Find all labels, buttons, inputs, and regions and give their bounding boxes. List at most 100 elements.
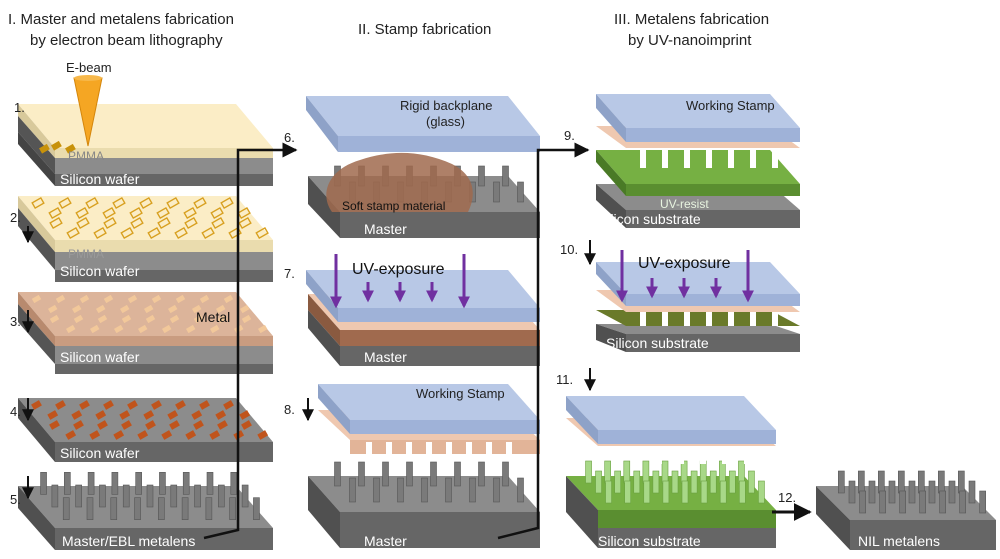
metal-dot <box>169 314 180 324</box>
pmma-dot <box>183 206 197 220</box>
nil-pillar <box>918 470 925 494</box>
step-1-label: 1. <box>14 100 25 115</box>
column3-title-line1: III. Metalens fabrication <box>614 11 769 28</box>
metalens-pillar <box>181 497 189 520</box>
master-pillar <box>517 477 524 503</box>
metal-nanostructure <box>239 410 251 420</box>
metal-nanostructure <box>137 430 149 440</box>
stamp-hole <box>678 446 684 464</box>
master-pillar <box>478 461 485 487</box>
metal-dot <box>223 294 234 304</box>
step-11-label: 11. <box>556 372 573 387</box>
metalens-pillar <box>111 472 119 495</box>
connector-1-to-6 <box>203 142 298 540</box>
stamp-hole <box>706 150 712 168</box>
pmma-label-2: PMMA <box>68 247 104 261</box>
resist-pillar <box>719 460 726 484</box>
metal-dot <box>73 314 84 324</box>
nil-pillar <box>868 480 876 504</box>
metalens-pillar <box>134 497 141 520</box>
nil-pillar <box>858 470 865 494</box>
resist-pillar <box>758 480 765 504</box>
nil-pillar <box>939 490 946 514</box>
nil-pillar <box>908 480 916 504</box>
resist-pillar <box>605 480 612 504</box>
stamp-hole <box>656 446 662 464</box>
pmma-dot <box>93 226 107 240</box>
stamp-hole <box>728 312 734 326</box>
metal-dot <box>145 314 156 324</box>
pmma-dot <box>220 196 234 210</box>
resist-pillar <box>643 480 651 504</box>
metal-dot <box>143 304 154 314</box>
resist-pillar <box>661 460 669 484</box>
metalens-pillar <box>194 484 201 508</box>
pmma-dot <box>49 216 63 230</box>
metalens-pillar <box>135 472 142 495</box>
metal-dot <box>185 324 196 334</box>
metal-nanostructure <box>199 400 210 410</box>
resist-pillar <box>690 470 698 494</box>
nil-pillar <box>928 480 936 504</box>
step6-block <box>306 96 540 238</box>
metalens-pillar <box>158 497 165 520</box>
metal-nanostructure <box>95 410 107 420</box>
metalens-pillar <box>170 484 178 508</box>
stamp-hole <box>662 312 668 326</box>
metal-nanostructure <box>175 400 186 410</box>
stamp-hole <box>728 150 734 168</box>
metalens-pillar <box>86 497 94 520</box>
resist-pillar <box>595 470 602 494</box>
stamp-hole <box>406 442 412 458</box>
resist-pillar <box>662 480 670 504</box>
pmma-dot <box>157 216 171 230</box>
metal-dot <box>199 294 210 304</box>
metalens-pillar <box>182 472 190 495</box>
metalens-pillar <box>205 497 213 520</box>
pmma-dot <box>255 226 269 240</box>
resist-pillar <box>681 480 689 504</box>
pmma-dot <box>129 206 143 220</box>
resist-pillar <box>624 480 631 504</box>
resist-pillar <box>719 480 727 504</box>
stamp-hole <box>744 446 750 464</box>
resist-pillar <box>652 470 660 494</box>
rigid-backplane-glass-label: (glass) <box>426 114 465 129</box>
pmma-dot <box>184 216 198 230</box>
nil-pillar <box>888 480 896 504</box>
metal-nanostructure <box>209 430 221 440</box>
pmma-dot <box>139 196 153 210</box>
metal-dot <box>121 314 132 324</box>
nil-pillar <box>898 470 905 494</box>
pmma-dot <box>211 216 225 230</box>
stamp-hole <box>486 442 492 458</box>
metal-dot <box>47 304 58 314</box>
pmma-dot <box>76 216 90 230</box>
step10-block <box>596 250 800 352</box>
metal-nanostructure <box>31 400 42 410</box>
pmma-dot <box>166 196 180 210</box>
nil-pillar <box>879 490 886 514</box>
resist-pillar <box>671 470 679 494</box>
pmma-dot <box>237 206 251 220</box>
metal-dot <box>161 324 172 334</box>
master-pillar <box>430 461 437 487</box>
metal-dot <box>65 324 76 334</box>
metalens-pillar <box>241 484 249 508</box>
metal-nanostructure <box>103 400 114 410</box>
nil-pillar <box>958 470 965 494</box>
step11-block <box>566 396 776 548</box>
step-6-label: 6. <box>284 130 295 145</box>
metalens-pillar <box>159 472 166 495</box>
metal-nanostructure <box>257 430 269 440</box>
silicon-wafer-label-3: Silicon wafer <box>60 349 140 365</box>
nil-pillar <box>919 490 926 514</box>
step1-block <box>18 75 273 186</box>
resist-pillar <box>604 460 611 484</box>
pmma-dot <box>66 226 80 240</box>
ebeam-label: E-beam <box>66 60 112 75</box>
stamp-hole <box>386 442 392 458</box>
step-10-label: 10. <box>560 242 578 257</box>
metal-dot <box>113 324 124 334</box>
